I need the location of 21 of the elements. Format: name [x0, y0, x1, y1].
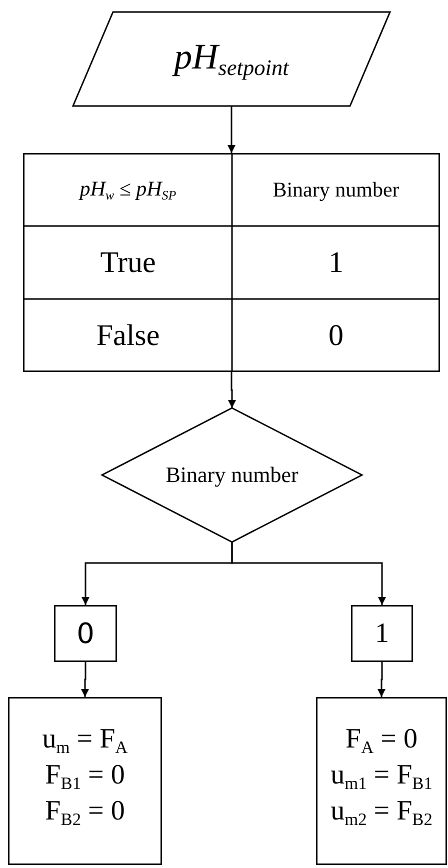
arrow	[378, 662, 386, 697]
arrow	[228, 106, 236, 153]
arrow	[81, 662, 89, 697]
column-header: Binary number	[272, 179, 400, 200]
table-cell-text: True	[100, 248, 156, 278]
decision-label: Binary number	[166, 464, 298, 486]
equation: u$_{m2}$ = F$_{B2}$	[330, 798, 432, 828]
value-label: 0	[76, 620, 94, 648]
equation: u$_{m}$ = F$_{A}$	[42, 726, 128, 756]
table-cell-text: False	[96, 320, 160, 350]
arrow	[228, 372, 236, 408]
equation: F$_{B1}$ = 0	[45, 762, 125, 792]
setpoint-label: pH$_{setpoint}$	[174, 38, 289, 80]
value-label: 1	[375, 620, 389, 648]
equation: u$_{m1}$ = F$_{B1}$	[330, 762, 432, 792]
equation: F$_{A}$ = 0	[346, 726, 418, 756]
table-cell-text: 0	[328, 320, 344, 350]
table-cell-text: 1	[328, 248, 344, 278]
column-header: pH$_{w}$ ≤ pH$_{SP}$	[80, 178, 176, 201]
equation: F$_{B2}$ = 0	[45, 798, 125, 828]
arrow	[231, 542, 386, 605]
